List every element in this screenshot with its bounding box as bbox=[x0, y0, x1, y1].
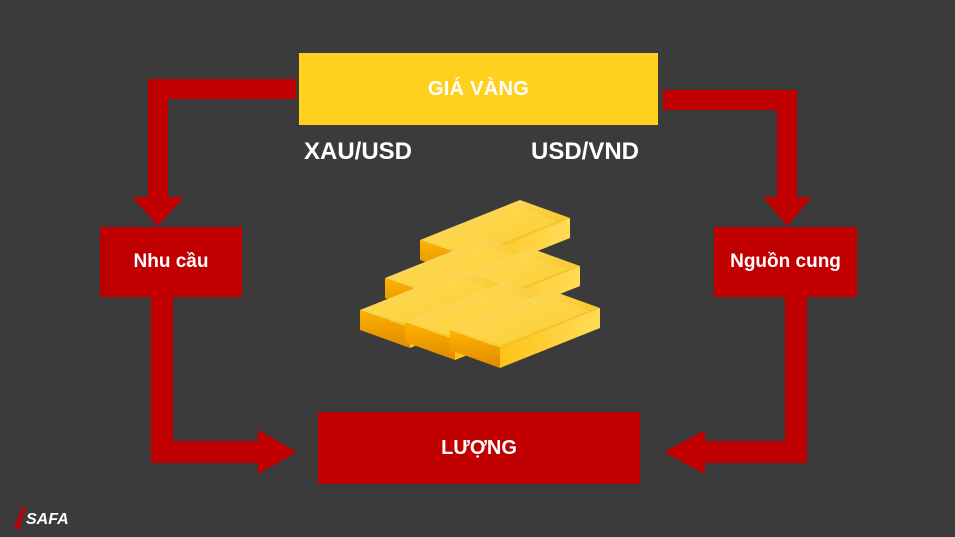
arrow-head-volume-left bbox=[258, 430, 297, 474]
arrow-supply-to-volume bbox=[695, 297, 807, 463]
demand-box: Nhu cầu bbox=[100, 227, 242, 297]
arrow-demand-to-volume bbox=[151, 297, 268, 463]
arrow-head-supply bbox=[763, 197, 812, 226]
supply-box: Nguồn cung bbox=[714, 227, 857, 297]
gold-bars-icon bbox=[360, 200, 600, 368]
volume-label: LƯỢNG bbox=[441, 436, 517, 459]
arrow-head-demand bbox=[132, 197, 184, 226]
pair-xau-usd: XAU/USD bbox=[304, 138, 413, 165]
pair-usd-vnd: USD/VND bbox=[531, 138, 640, 165]
logo-text: SAFA bbox=[26, 511, 69, 528]
price-label: GIÁ VÀNG bbox=[427, 77, 530, 100]
supply-label: Nguồn cung bbox=[730, 251, 841, 272]
volume-box: LƯỢNG bbox=[318, 412, 640, 484]
safa-logo-icon: SAFA bbox=[14, 507, 69, 529]
arrow-head-volume-right bbox=[664, 430, 705, 474]
price-box: GIÁ VÀNG bbox=[299, 53, 658, 125]
arrow-price-to-demand bbox=[148, 79, 296, 203]
arrow-price-to-supply bbox=[663, 90, 797, 203]
demand-label: Nhu cầu bbox=[133, 251, 209, 272]
